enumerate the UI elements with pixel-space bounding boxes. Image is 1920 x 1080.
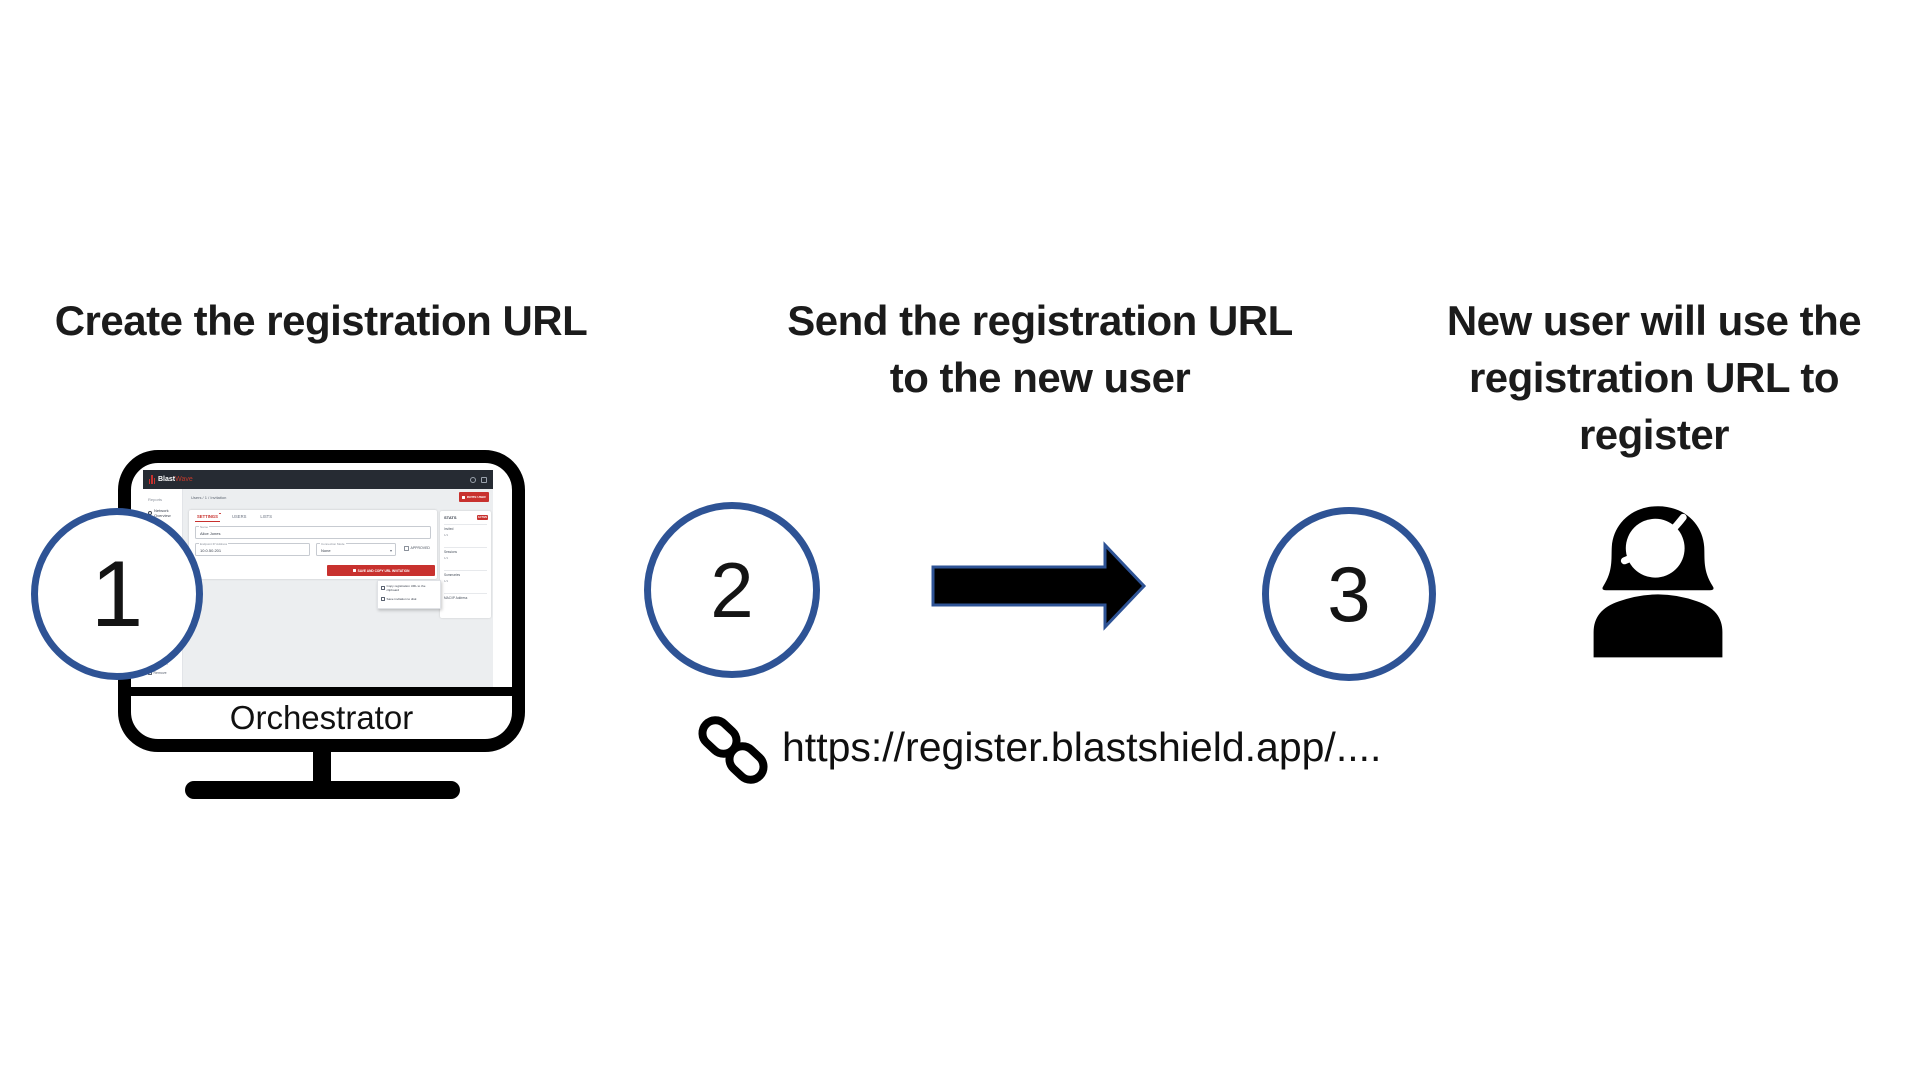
sidebar-item-label: Remove bbox=[153, 671, 167, 675]
name-field-value: Alice Jones bbox=[200, 531, 221, 536]
save-icon bbox=[352, 569, 356, 572]
right-arrow-icon bbox=[931, 541, 1147, 631]
invitation-card: SETTINGS USERS LISTS Name Alice Jones En… bbox=[189, 510, 437, 579]
checkbox-icon bbox=[404, 546, 409, 551]
brand-wave: Wave bbox=[175, 476, 193, 483]
step3-number: 3 bbox=[1327, 549, 1371, 638]
stats-row: MAC/IP Address bbox=[444, 593, 487, 602]
stats-row: Invited 1/1 bbox=[444, 524, 487, 537]
monitor-stand-neck bbox=[313, 750, 331, 784]
name-field-label: Name bbox=[199, 524, 210, 529]
breadcrumb: Users / 1 / Invitation bbox=[191, 495, 227, 500]
step2-title-line: to the new user bbox=[889, 354, 1191, 401]
stats-row-label: MAC/IP Address bbox=[444, 596, 468, 600]
connection-mode-label: Connection Mode bbox=[320, 541, 346, 546]
tab-settings-badge bbox=[219, 512, 221, 515]
blastwave-logo-icon bbox=[149, 475, 155, 484]
connection-mode-value: None bbox=[321, 548, 331, 553]
monitor-label: Orchestrator bbox=[229, 698, 414, 736]
disk-icon bbox=[381, 596, 385, 601]
monitor-chin: Orchestrator bbox=[131, 696, 512, 739]
step3-title-line: registration URL to bbox=[1468, 354, 1840, 401]
menu-item-save-invitation[interactable]: Save invitation to disk bbox=[378, 594, 440, 603]
mini-main-area: Users / 1 / Invitation INVITE USER SETTI… bbox=[183, 489, 493, 687]
step3-title-line: New user will use the bbox=[1446, 297, 1862, 344]
invitation-dropdown-menu: Copy registration URL to the clipboard S… bbox=[377, 580, 441, 609]
stats-row-value: 1/1 bbox=[444, 578, 449, 583]
brand-blast: Blast bbox=[158, 476, 176, 483]
connection-mode-select[interactable]: Connection Mode None ▾ bbox=[316, 541, 396, 556]
tab-settings[interactable]: SETTINGS bbox=[195, 512, 221, 522]
tab-settings-label: SETTINGS bbox=[197, 514, 218, 519]
endpoint-ip-value: 10.0.50.201 bbox=[200, 548, 222, 553]
approved-checkbox[interactable]: APPROVED bbox=[404, 546, 430, 551]
monitor-divider bbox=[131, 687, 512, 696]
step1-circle: 1 bbox=[31, 508, 203, 680]
menu-item-label: Save invitation to disk bbox=[386, 596, 417, 601]
tab-bar: SETTINGS USERS LISTS bbox=[195, 512, 273, 522]
menu-item-copy-url[interactable]: Copy registration URL to the clipboard bbox=[378, 581, 440, 594]
stats-row-label: Summaries bbox=[444, 573, 461, 577]
step1-number: 1 bbox=[90, 541, 144, 646]
tab-lists[interactable]: LISTS bbox=[260, 514, 273, 519]
approved-label: APPROVED bbox=[410, 546, 430, 551]
step3-title: New user will use the registration URL t… bbox=[1394, 292, 1914, 463]
invite-user-icon bbox=[462, 495, 466, 499]
step3-title-line: register bbox=[1578, 411, 1730, 458]
gear-icon[interactable] bbox=[470, 476, 476, 483]
logout-icon[interactable] bbox=[481, 476, 487, 483]
step2-circle: 2 bbox=[644, 502, 820, 678]
name-field[interactable]: Name Alice Jones bbox=[195, 524, 431, 539]
stats-row: Summaries 1/1 bbox=[444, 570, 487, 583]
registration-url-text: https://register.blastshield.app/.... bbox=[782, 724, 1382, 770]
step1-title-line: Create the registration URL bbox=[54, 297, 588, 344]
mini-navbar: BlastWave bbox=[143, 470, 493, 489]
step3-circle: 3 bbox=[1262, 507, 1436, 681]
stats-panel: STATS ACTIVE Invited 1/1 Sessions 1/1 Su… bbox=[440, 511, 491, 618]
stats-row-label: Invited bbox=[444, 527, 454, 531]
save-copy-invitation-button[interactable]: SAVE AND COPY URL INVITATION bbox=[327, 565, 435, 576]
endpoint-ip-label: Endpoint IP Address bbox=[199, 541, 229, 546]
sidebar-item-label: Network Overview bbox=[154, 508, 171, 518]
endpoint-ip-field[interactable]: Endpoint IP Address 10.0.50.201 bbox=[195, 541, 310, 556]
stats-row-value: 1/1 bbox=[444, 555, 449, 560]
chain-link-icon bbox=[698, 716, 768, 784]
invite-user-label: INVITE USER bbox=[466, 495, 486, 499]
tab-users[interactable]: USERS bbox=[231, 514, 247, 519]
invite-user-button[interactable]: INVITE USER bbox=[459, 492, 489, 502]
brand-name: BlastWave bbox=[158, 476, 193, 483]
monitor-stand-base bbox=[185, 781, 460, 799]
stats-title: STATS bbox=[444, 515, 457, 520]
step2-number: 2 bbox=[710, 545, 754, 634]
step1-title: Create the registration URL bbox=[21, 292, 621, 349]
status-badge: ACTIVE bbox=[477, 514, 488, 520]
stats-row: Sessions 1/1 bbox=[444, 547, 487, 560]
step2-title: Send the registration URL to the new use… bbox=[760, 292, 1320, 406]
chevron-down-icon: ▾ bbox=[389, 548, 392, 553]
stats-row-value: 1/1 bbox=[444, 532, 449, 537]
clipboard-icon bbox=[381, 585, 385, 590]
save-copy-invitation-label: SAVE AND COPY URL INVITATION bbox=[357, 568, 410, 573]
stats-row-label: Sessions bbox=[444, 550, 457, 554]
menu-item-label: Copy registration URL to the clipboard bbox=[386, 583, 426, 592]
sidebar-section-label: Reports bbox=[148, 497, 163, 502]
new-user-icon bbox=[1593, 506, 1723, 658]
step2-title-line: Send the registration URL bbox=[787, 297, 1293, 344]
